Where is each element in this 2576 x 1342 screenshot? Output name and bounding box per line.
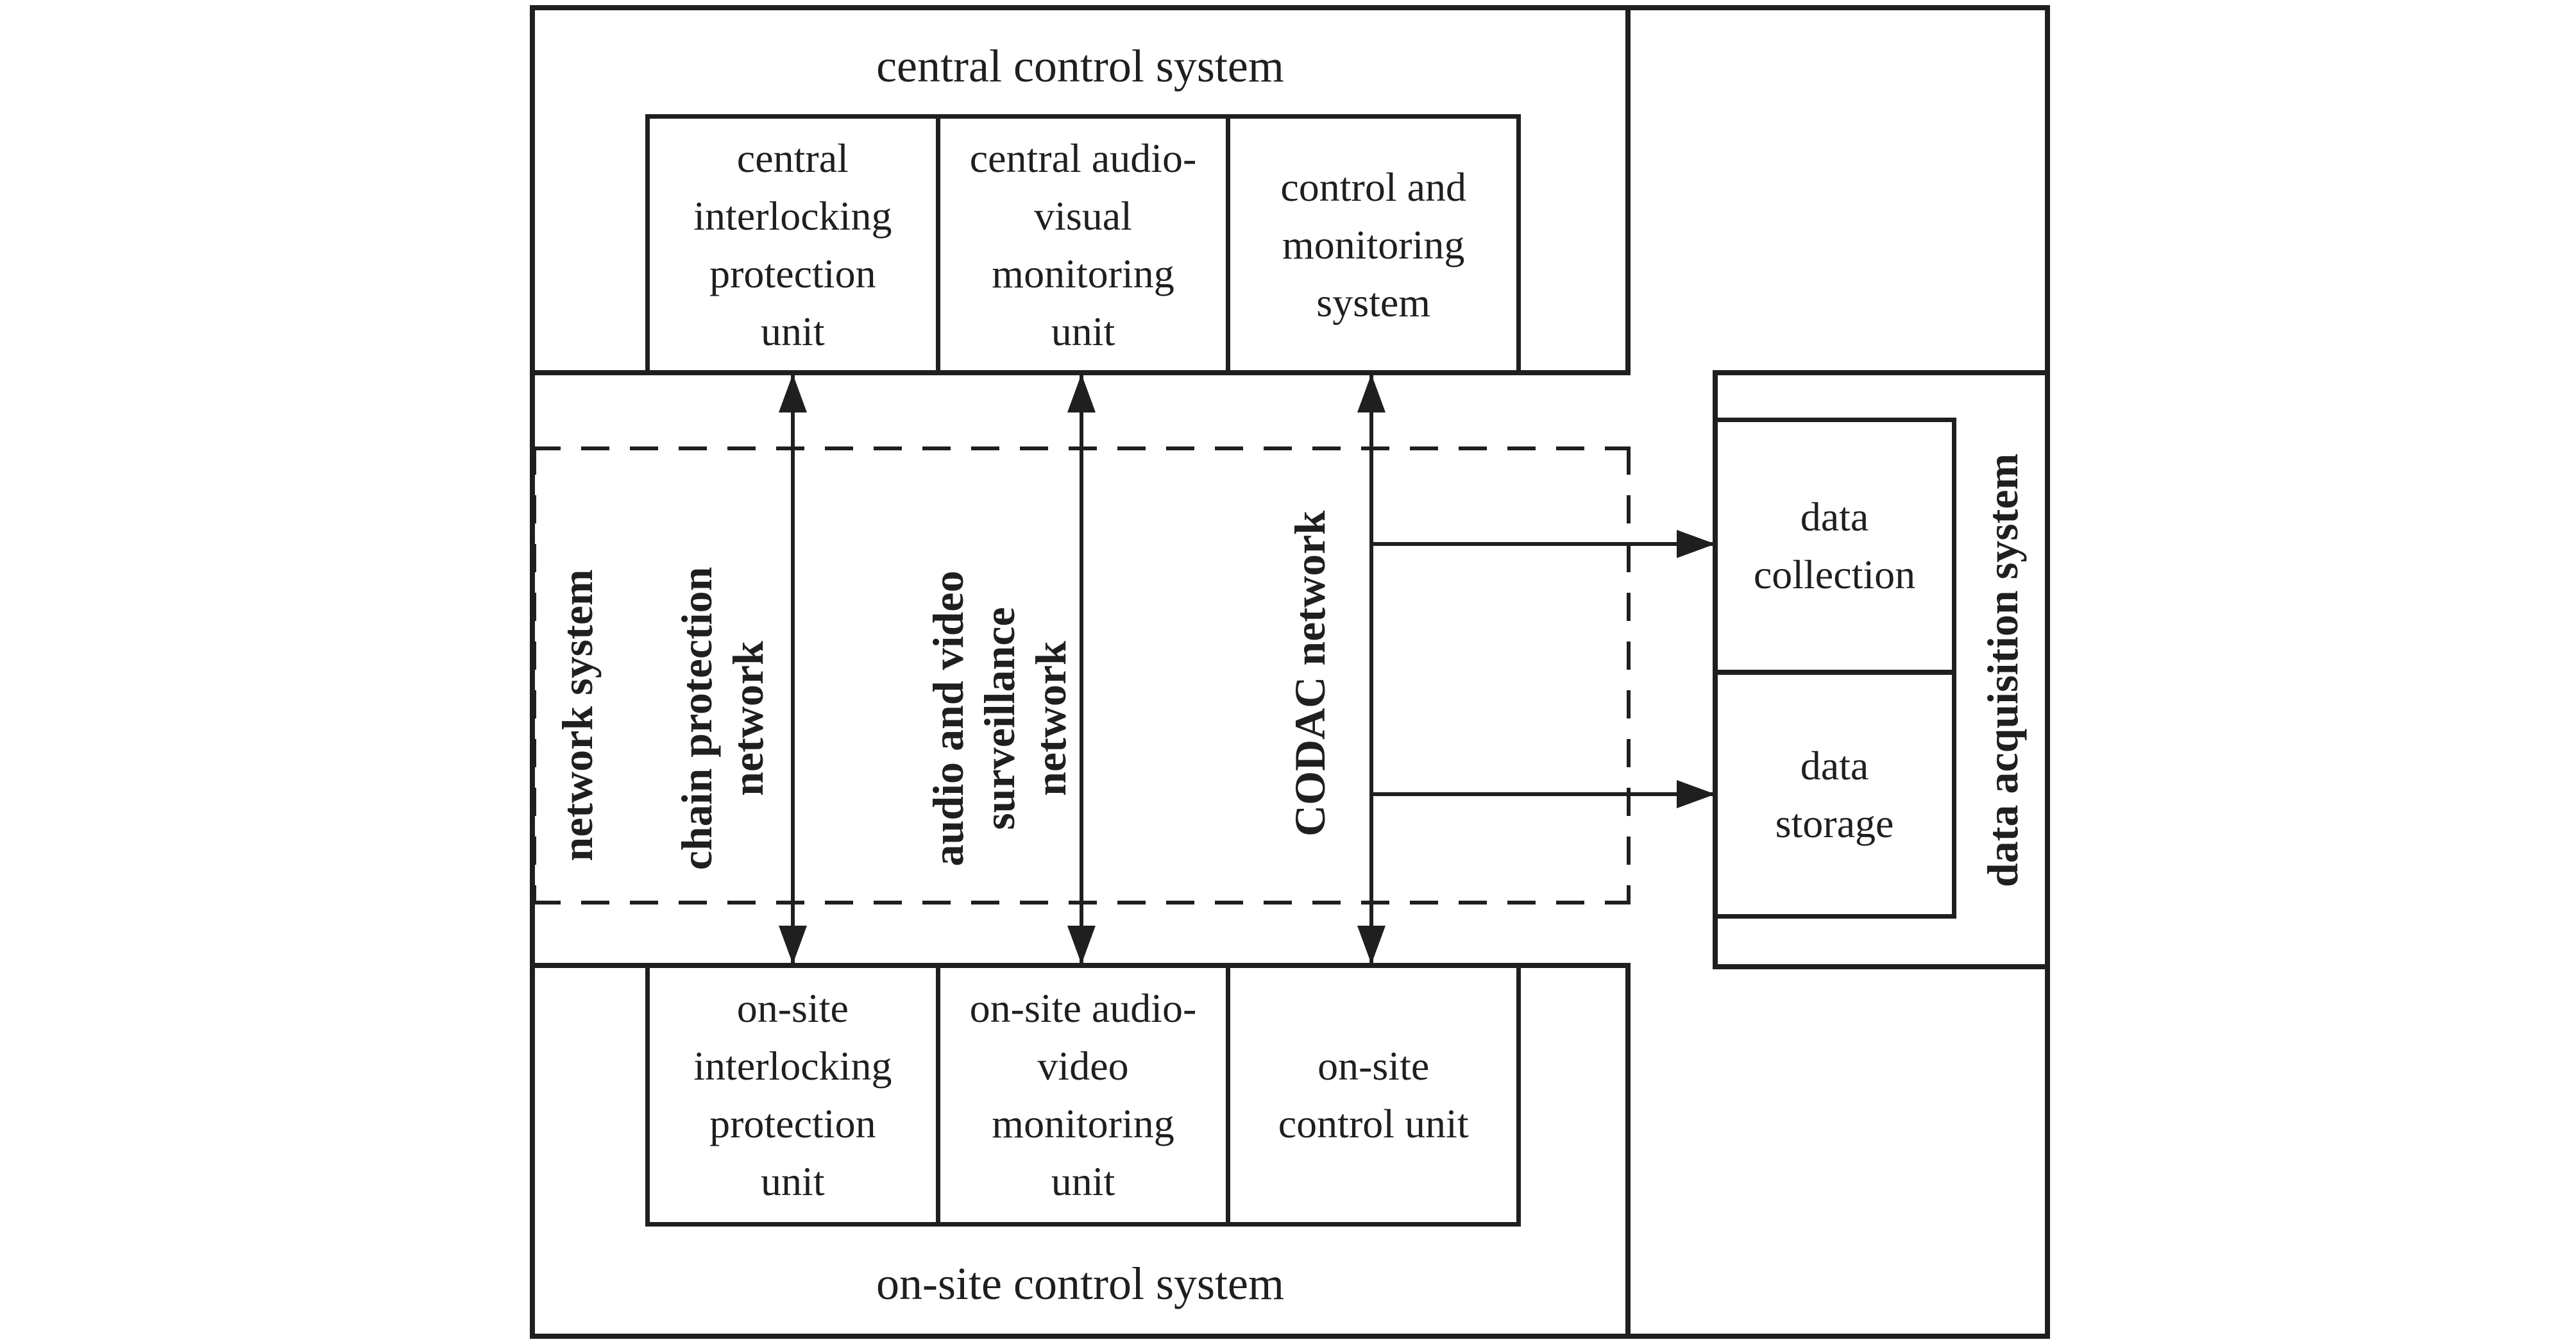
data-acquisition-system-label: data acquisition system xyxy=(1978,453,2027,888)
data-storage-box: data storage xyxy=(1713,672,1956,919)
central-interlocking-protection-unit-box: central interlocking protection unit xyxy=(650,119,940,371)
data-collection-box: data collection xyxy=(1713,418,1956,672)
audio-video-surveillance-network-arrow xyxy=(1067,374,1096,964)
codac-network-arrow xyxy=(1357,374,1385,964)
chain-protection-network-label: chain protection network xyxy=(672,566,772,871)
data-collection-arrow xyxy=(1371,530,1715,558)
dashed-left-edge xyxy=(532,446,536,905)
onsite-system-right-line xyxy=(1625,963,1631,1339)
central-control-system-title: central control system xyxy=(876,40,1284,92)
onsite-audio-video-monitoring-unit-box: on-site audio- video monitoring unit xyxy=(940,967,1231,1222)
onsite-control-unit-box: on-site control unit xyxy=(1278,1042,1469,1146)
central-units-row: central interlocking protection unit cen… xyxy=(645,114,1521,375)
onsite-interlocking-protection-unit-box: on-site interlocking protection unit xyxy=(650,967,940,1222)
central-audio-visual-monitoring-unit-box: central audio- visual monitoring unit xyxy=(940,119,1231,371)
codac-network-label: CODAC network xyxy=(1285,510,1334,837)
onsite-control-system-title: on-site control system xyxy=(876,1257,1284,1309)
data-units-stack: data collection data storage xyxy=(1713,418,1956,919)
control-and-monitoring-system-box: control and monitoring system xyxy=(1280,164,1467,325)
audio-video-surveillance-network-label: audio and video surveillance network xyxy=(924,570,1075,867)
chain-protection-network-arrow xyxy=(779,374,807,964)
network-system-label: network system xyxy=(553,569,602,862)
data-storage-arrow xyxy=(1371,780,1715,808)
onsite-units-row: on-site interlocking protection unit on-… xyxy=(645,963,1521,1227)
dashed-right-edge xyxy=(1627,446,1631,905)
central-system-right-line xyxy=(1625,5,1631,375)
